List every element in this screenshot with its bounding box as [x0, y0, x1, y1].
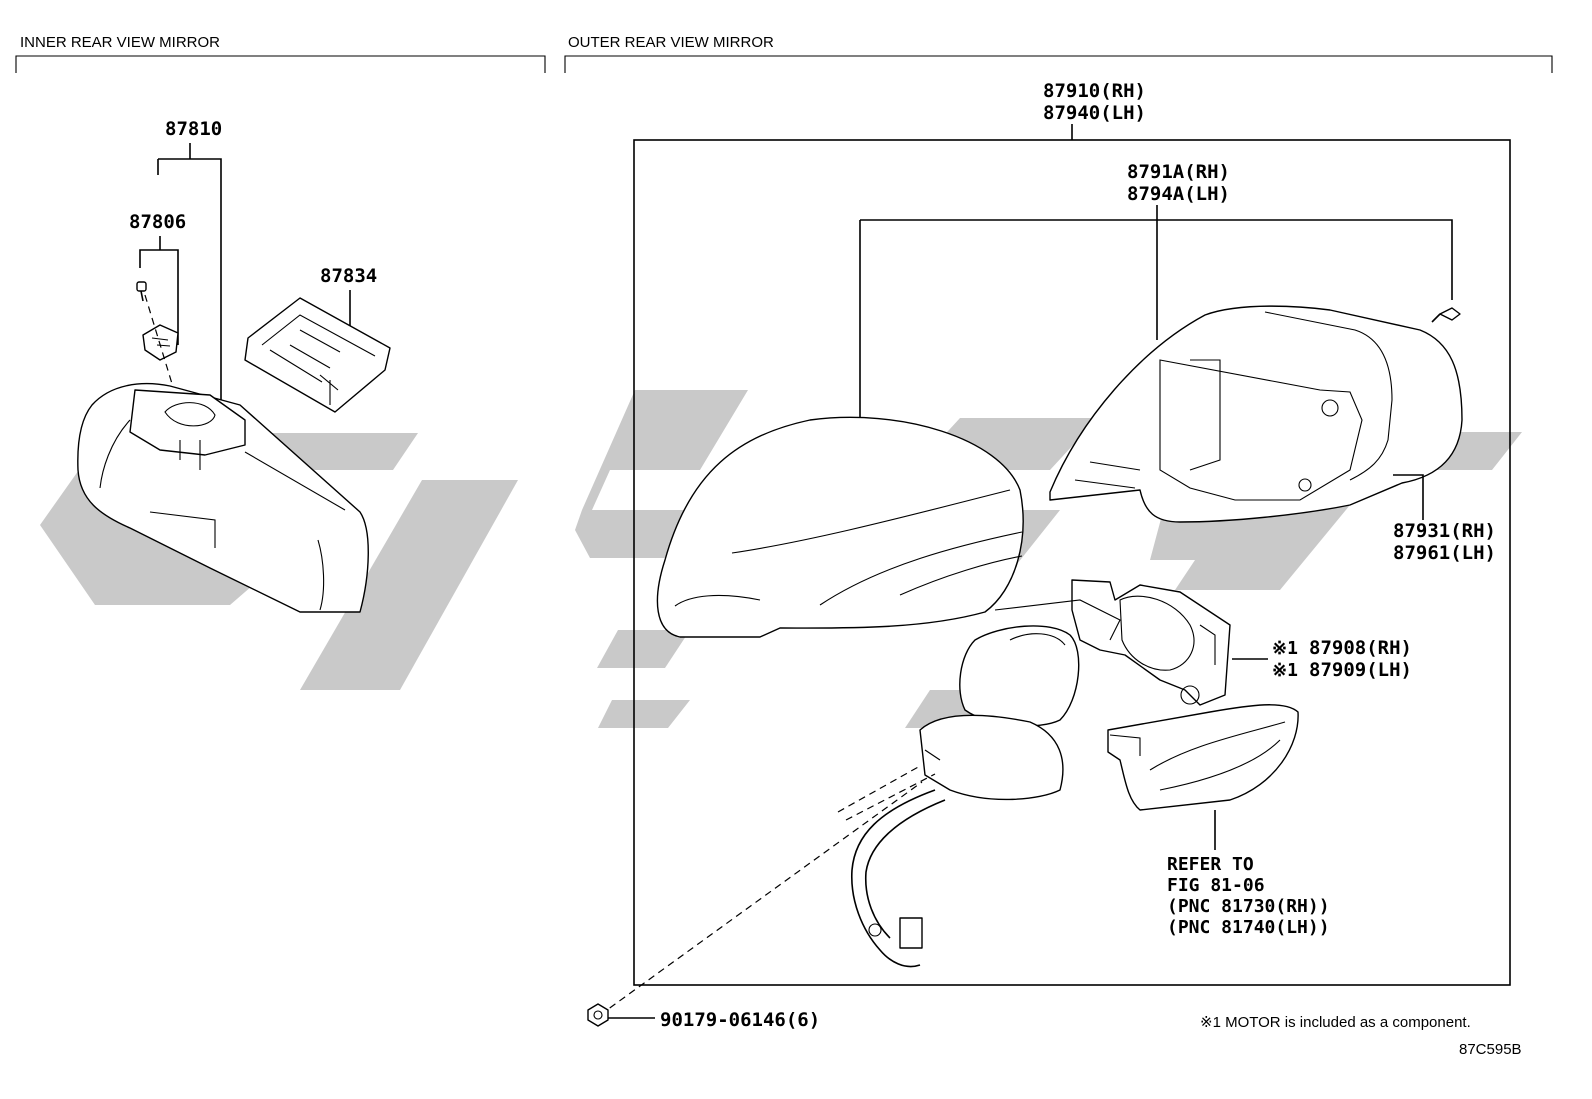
- part-87940-lh-label[interactable]: 87940(LH): [1043, 102, 1146, 124]
- outer-section-bracket: [564, 55, 1553, 73]
- wire-harness: [851, 789, 946, 968]
- outer-section-title: OUTER REAR VIEW MIRROR: [568, 34, 774, 51]
- reference-line-1: REFER TO: [1167, 854, 1254, 875]
- reference-line-2: FIG 81-06: [1167, 875, 1265, 896]
- clip-87806: [142, 324, 179, 361]
- mirror-housing: [1049, 305, 1463, 523]
- part-8794a-lh-label[interactable]: 8794A(LH): [1127, 183, 1230, 205]
- inner-section-title: INNER REAR VIEW MIRROR: [20, 34, 220, 51]
- inner-mirror-body: [77, 382, 369, 613]
- nut-90179: [587, 1003, 609, 1027]
- stud-dashlines: [599, 765, 936, 1016]
- screw-8791a: [1431, 307, 1461, 323]
- reference-line-4: (PNC 81740(LH)): [1167, 917, 1330, 938]
- turn-signal-lamp: [1107, 704, 1299, 811]
- inner-section-bracket: [15, 55, 546, 73]
- figure-code: 87C595B: [1459, 1041, 1522, 1058]
- outer-assembly-frame: [633, 139, 1511, 986]
- bracket-87834: [244, 297, 391, 413]
- part-87909-lh-label[interactable]: 87909(LH): [1309, 659, 1412, 681]
- motor-footnote: ※1 MOTOR is included as a component.: [1200, 1014, 1471, 1031]
- part-8791a-leader: [859, 205, 1453, 420]
- part-87908-rh-label[interactable]: 87908(RH): [1309, 637, 1412, 659]
- mirror-cover: [656, 416, 1024, 638]
- part-87806-label[interactable]: 87806: [129, 211, 186, 233]
- part-87908-mark: ※1: [1272, 638, 1298, 659]
- mirror-base: [919, 714, 1064, 801]
- part-87910-rh-label[interactable]: 87910(RH): [1043, 80, 1146, 102]
- part-8791a-rh-label[interactable]: 8791A(RH): [1127, 161, 1230, 183]
- part-87810-label[interactable]: 87810: [165, 118, 222, 140]
- part-87931-leader: [1393, 474, 1424, 520]
- part-87961-lh-label[interactable]: 87961(LH): [1393, 542, 1496, 564]
- part-87834-label[interactable]: 87834: [320, 265, 377, 287]
- part-87810-leader: [157, 143, 222, 400]
- screw-87806: [136, 281, 147, 302]
- reference-line-3: (PNC 81730(RH)): [1167, 896, 1330, 917]
- mirror-motor: [1071, 579, 1231, 706]
- part-87909-mark: ※1: [1272, 660, 1298, 681]
- mirror-bracket: [959, 599, 1121, 727]
- part-90179-label[interactable]: 90179-06146(6): [660, 1009, 820, 1031]
- part-87931-rh-label[interactable]: 87931(RH): [1393, 520, 1496, 542]
- part-87806-leader: [139, 236, 179, 345]
